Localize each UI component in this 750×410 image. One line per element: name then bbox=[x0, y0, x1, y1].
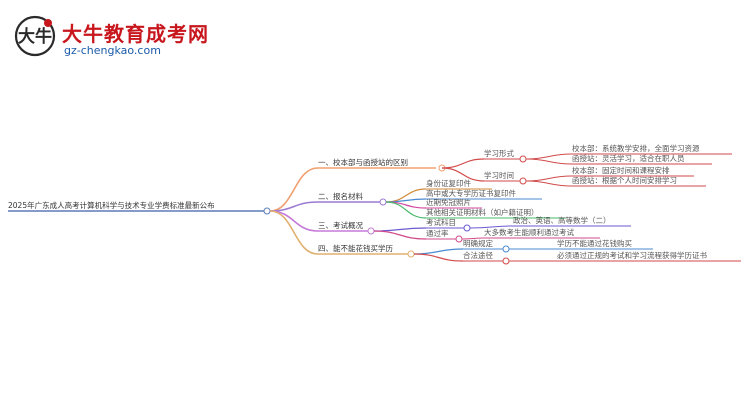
branch-buy-degree[interactable]: 四、能不能花钱买学历 bbox=[318, 244, 393, 253]
branch-differences-child-1-collapse-dot bbox=[519, 177, 527, 185]
branch-exam-child-1-connector bbox=[373, 230, 427, 240]
branch-materials-collapse-dot bbox=[379, 198, 387, 206]
branch-buy-degree-child-0[interactable]: 明确规定 bbox=[463, 239, 493, 248]
branch-materials-child-2[interactable]: 近期免冠照片 bbox=[426, 198, 471, 207]
branch-buy-degree-child-1-leaf-0[interactable]: 必须通过正规的考试和学习流程获得学历证书 bbox=[557, 251, 707, 260]
branch-materials[interactable]: 二、报名材料 bbox=[318, 192, 363, 201]
branch-differences-child-1-connector bbox=[441, 167, 485, 182]
root-collapse-dot bbox=[263, 207, 271, 215]
branch-differences-connector bbox=[269, 167, 319, 212]
brand-logo[interactable]: 大牛 大牛教育成考网 gz-chengkao.com bbox=[12, 14, 312, 60]
branch-differences-child-0-collapse-dot bbox=[519, 155, 527, 163]
branch-exam-child-1-collapse-dot bbox=[455, 235, 463, 243]
branch-materials-child-3[interactable]: 其他相关证明材料（如户籍证明） bbox=[426, 208, 539, 217]
branch-materials-child-3-connector bbox=[385, 201, 427, 219]
branch-exam-collapse-dot bbox=[367, 227, 375, 235]
branch-differences-child-1[interactable]: 学习时间 bbox=[484, 171, 514, 180]
branch-exam-child-0-collapse-dot bbox=[463, 224, 471, 232]
branch-exam[interactable]: 三、考试概况 bbox=[318, 221, 363, 230]
branch-differences-child-0[interactable]: 学习形式 bbox=[484, 149, 514, 158]
niu-logo-icon: 大牛 bbox=[14, 15, 56, 57]
branch-exam-child-1[interactable]: 通过率 bbox=[426, 229, 449, 238]
branch-exam-child-0-leaf-0-connector bbox=[469, 225, 514, 229]
branch-differences-child-0-leaf-0-connector bbox=[525, 153, 573, 160]
branch-differences-child-1-leaf-0[interactable]: 校本部：固定时间和课程安排 bbox=[572, 166, 670, 175]
branch-buy-degree-connector bbox=[269, 210, 319, 255]
branch-exam-child-1-leaf-0[interactable]: 大多数考生能顺利通过考试 bbox=[484, 228, 574, 237]
branch-buy-degree-child-0-connector bbox=[413, 248, 464, 255]
branch-differences-child-1-leaf-1-connector bbox=[525, 180, 573, 187]
branch-differences-child-0-leaf-1-connector bbox=[525, 158, 573, 165]
branch-materials-child-0[interactable]: 身份证复印件 bbox=[426, 179, 471, 188]
branch-differences-child-1-leaf-1[interactable]: 函授站：根据个人时间安排学习 bbox=[572, 176, 677, 185]
branch-differences-child-0-leaf-0[interactable]: 校本部：系统教学安排，全面学习资源 bbox=[572, 144, 700, 153]
logo-mark-text: 大牛 bbox=[18, 26, 52, 47]
branch-differences-child-0-connector bbox=[441, 158, 485, 169]
branch-differences[interactable]: 一、校本部与函授站的区别 bbox=[318, 158, 408, 167]
branch-exam-child-0[interactable]: 考试科目 bbox=[426, 218, 456, 227]
branch-buy-degree-child-1-connector bbox=[413, 253, 464, 262]
branch-materials-child-1[interactable]: 高中或大专学历证书复印件 bbox=[426, 189, 516, 198]
branch-buy-degree-child-0-leaf-0[interactable]: 学历不能通过花钱购买 bbox=[557, 239, 632, 248]
brand-name: 大牛教育成考网 bbox=[62, 22, 209, 46]
branch-buy-degree-child-1[interactable]: 合法途径 bbox=[463, 251, 493, 260]
branch-materials-child-1-connector bbox=[385, 198, 427, 203]
brand-url: gz-chengkao.com bbox=[64, 44, 161, 57]
root-topic[interactable]: 2025年广东成人高考计算机科学与技术专业学费标准最新公布 bbox=[8, 201, 215, 210]
branch-differences-child-1-leaf-0-connector bbox=[525, 175, 573, 182]
branch-exam-connector bbox=[269, 210, 319, 232]
branch-buy-degree-collapse-dot bbox=[407, 250, 415, 258]
branch-exam-child-0-leaf-0[interactable]: 政治、英语、高等数学（二） bbox=[513, 216, 611, 225]
branch-buy-degree-child-0-collapse-dot bbox=[502, 245, 510, 253]
branch-buy-degree-child-1-collapse-dot bbox=[502, 257, 510, 265]
branch-exam-child-1-leaf-0-connector bbox=[461, 237, 485, 240]
branch-differences-child-0-leaf-1[interactable]: 函授站：灵活学习，适合在职人员 bbox=[572, 154, 685, 163]
branch-exam-child-0-connector bbox=[373, 227, 427, 232]
